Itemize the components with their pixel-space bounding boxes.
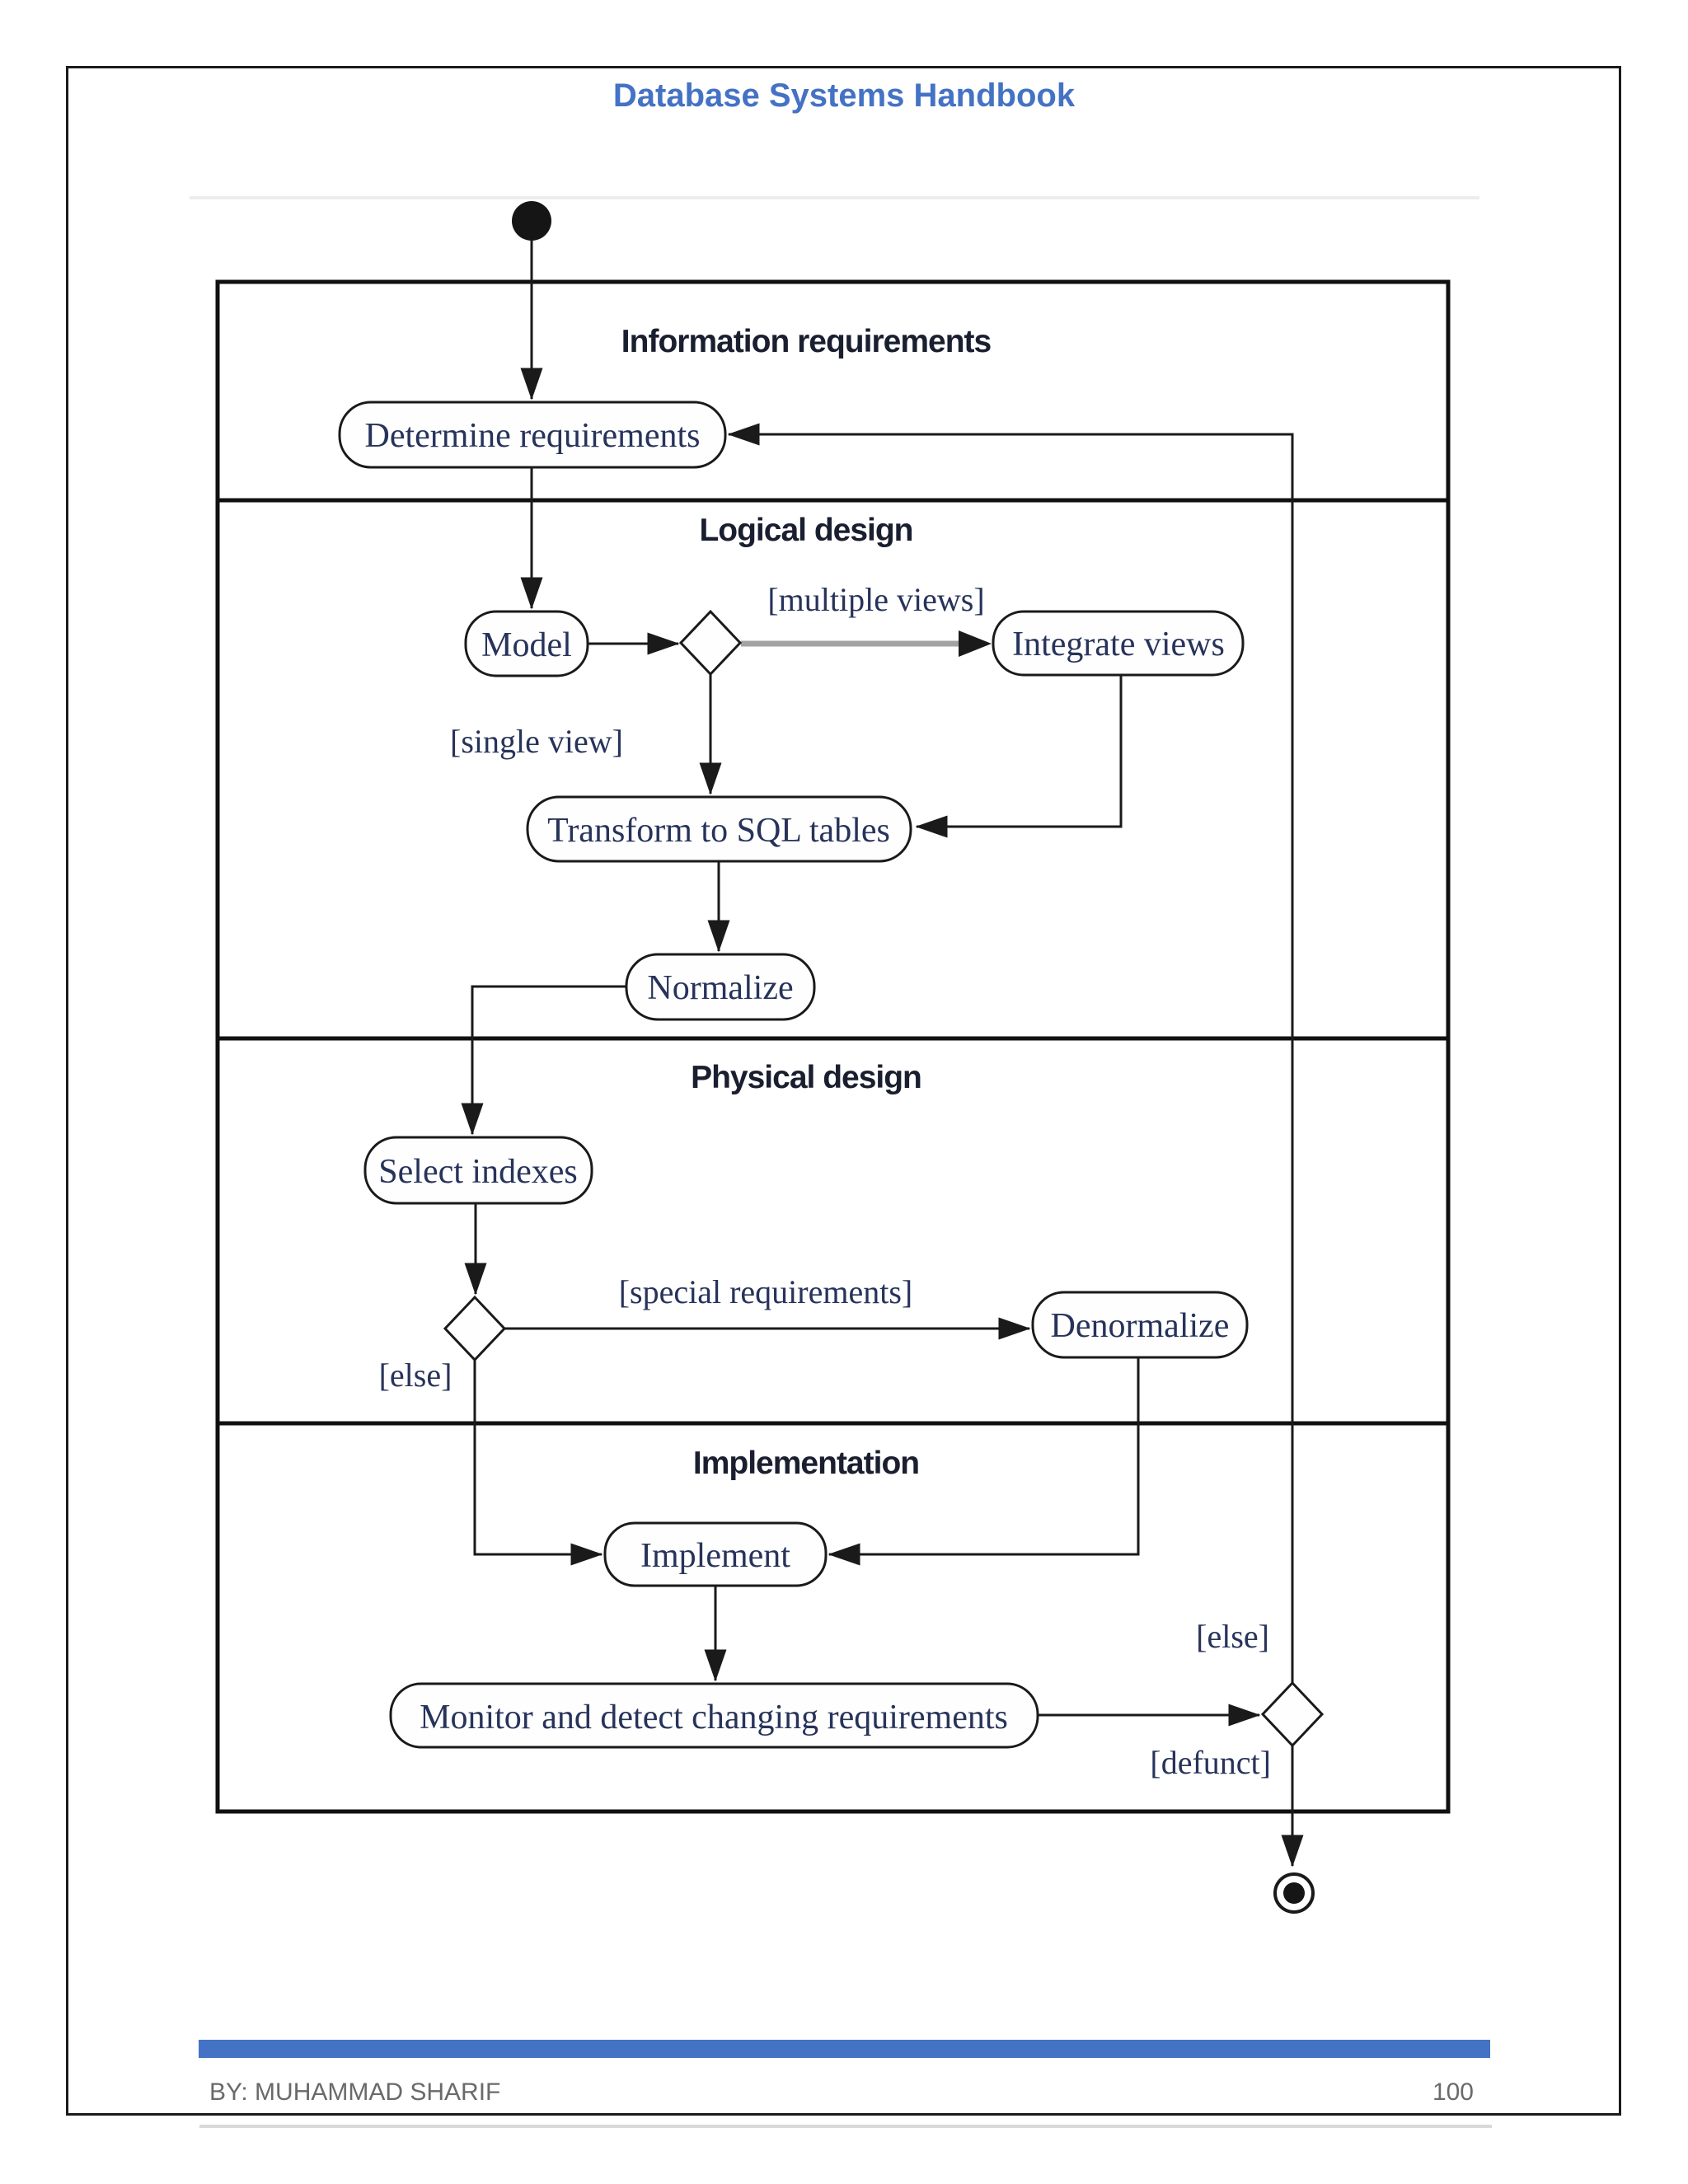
- lane-title-information-requirements: Information requirements: [621, 324, 992, 359]
- activity-node-label: Model: [481, 626, 572, 664]
- edge-else-feedback-to-determine: [727, 423, 1294, 1683]
- page-title: Database Systems Handbook: [612, 77, 1076, 114]
- initial-node: [512, 201, 551, 241]
- guard-defunct: [defunct]: [1150, 1744, 1271, 1781]
- footer-page-number: 100: [1432, 2079, 1474, 2106]
- lane-title-physical-design: Physical design: [691, 1060, 921, 1095]
- guard-single-view: [single view]: [450, 723, 623, 760]
- activity-node-model: Model: [464, 610, 589, 677]
- guard-special-requirements: [special requirements]: [619, 1273, 913, 1310]
- edge-decision-to-integrate-arrowhead: [959, 630, 992, 657]
- activity-node-label: Transform to SQL tables: [547, 812, 890, 850]
- activity-node-label: Implement: [640, 1537, 790, 1575]
- activity-node-select-indexes: Select indexes: [363, 1136, 593, 1205]
- decision-node-change: [1260, 1680, 1325, 1748]
- swimlane-frame: [215, 279, 1451, 1814]
- lane-title-logical-design: Logical design: [699, 513, 912, 548]
- activity-node-denormalize: Denormalize: [1031, 1291, 1249, 1359]
- final-node: [1273, 1872, 1315, 1914]
- guard-else-change: [else]: [1196, 1618, 1269, 1655]
- activity-node-monitor: Monitor and detect changing requirements: [389, 1682, 1039, 1749]
- activity-node-label: Normalize: [647, 969, 793, 1007]
- lane-title-implementation: Implementation: [693, 1446, 919, 1481]
- edges: [461, 241, 1304, 1868]
- footer-accent-bar: [199, 2040, 1490, 2058]
- edge-else-to-implement: [473, 1360, 603, 1566]
- footer-author: BY: MUHAMMAD SHARIF: [209, 2079, 501, 2106]
- activity-node-normalize: Normalize: [625, 953, 816, 1021]
- edge-integrate-to-transform: [915, 674, 1123, 838]
- activity-node-label: Integrate views: [1012, 626, 1225, 663]
- activity-node-determine-requirements: Determine requirements: [338, 401, 727, 469]
- edge-normalize-to-select-indexes: [461, 985, 626, 1136]
- activity-node-implement: Implement: [603, 1521, 828, 1587]
- activity-node-label: Determine requirements: [365, 417, 701, 455]
- page-gap-line: [199, 2125, 1492, 2128]
- activity-node-integrate-views: Integrate views: [992, 610, 1245, 677]
- decision-node-requirements: [443, 1295, 507, 1362]
- activity-node-label: Monitor and detect changing requirements: [420, 1699, 1008, 1736]
- guard-else-physical: [else]: [379, 1357, 452, 1394]
- activity-node-label: Denormalize: [1051, 1307, 1230, 1345]
- activity-node-label: Select indexes: [378, 1153, 577, 1191]
- guard-multiple-views: [multiple views]: [767, 581, 984, 618]
- activity-node-transform-to-sql-tables: Transform to SQL tables: [526, 795, 912, 863]
- decision-node-views: [678, 609, 743, 677]
- edge-denormalize-to-implement: [828, 1357, 1140, 1566]
- page-border: [66, 66, 1621, 2116]
